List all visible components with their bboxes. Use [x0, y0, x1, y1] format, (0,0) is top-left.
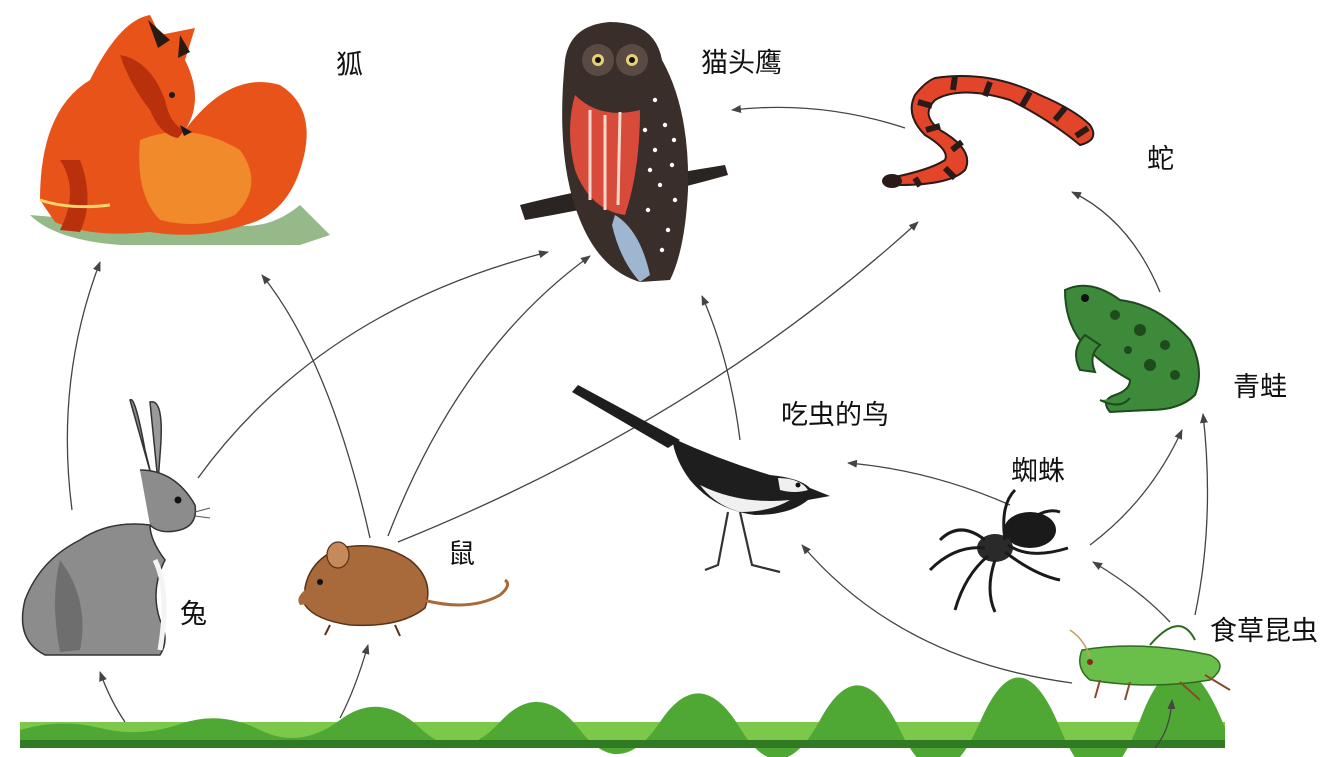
- label-insect: 食草昆虫: [1210, 616, 1318, 647]
- arrow-rabbit-owl: [197, 250, 549, 479]
- arrow-insect-bird: [801, 544, 1073, 684]
- arrow-rabbit-fox: [66, 261, 101, 511]
- arrow-mouse-snake: [397, 221, 919, 543]
- food-web-arrows: [66, 105, 1209, 749]
- frog-illustration: [1063, 284, 1200, 414]
- grass: [20, 669, 1225, 757]
- label-rabbit: 兔: [180, 599, 207, 630]
- spider-illustration: [928, 488, 1069, 613]
- mouse-illustration: [298, 541, 510, 637]
- arrow-grass-rabbit: [99, 671, 126, 723]
- label-bird: 吃虫的鸟: [781, 400, 889, 431]
- label-snake: 蛇: [1147, 144, 1174, 175]
- rabbit-illustration: [21, 398, 211, 656]
- arrow-insect-frog: [1194, 413, 1209, 616]
- arrow-frog-snake: [1071, 191, 1161, 293]
- arrow-bird-owl: [701, 295, 741, 441]
- fox-illustration: [30, 15, 330, 245]
- snake-illustration: [882, 75, 1095, 188]
- label-spider: 蜘蛛: [1011, 456, 1065, 487]
- label-owl: 猫头鹰: [701, 48, 782, 79]
- arrow-mouse-owl: [387, 255, 591, 537]
- arrow-spider-bird: [847, 459, 1011, 506]
- arrow-mouse-fox: [261, 274, 371, 539]
- label-mouse: 鼠: [448, 539, 475, 570]
- owl-illustration: [520, 22, 728, 282]
- insect-illustration: [1069, 625, 1231, 701]
- arrow-snake-owl: [731, 105, 906, 129]
- arrow-spider-frog: [1089, 429, 1183, 546]
- label-fox: 狐: [336, 50, 363, 81]
- arrow-insect-spider: [1092, 561, 1171, 623]
- bird-illustration: [572, 385, 830, 574]
- label-frog: 青蛙: [1233, 372, 1287, 403]
- arrow-grass-insect: [1154, 699, 1176, 749]
- arrow-grass-mouse: [339, 644, 370, 719]
